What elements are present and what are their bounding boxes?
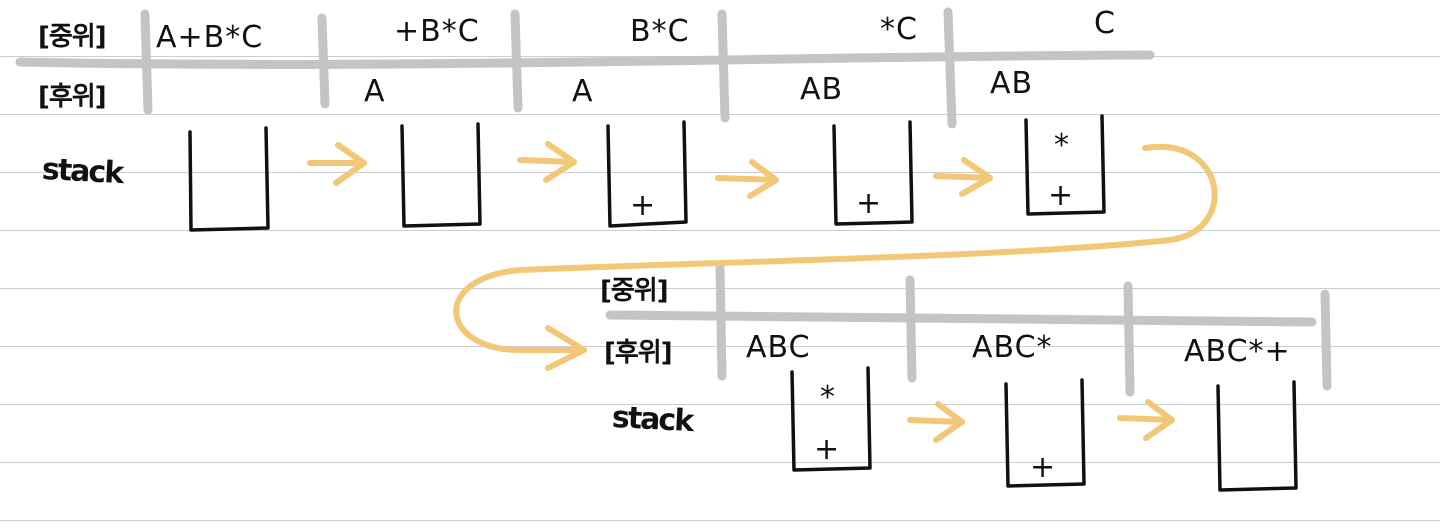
stack-6-item-bottom: + (814, 432, 841, 467)
postfix-label-row2: [후위] (604, 338, 673, 368)
arrow-2 (517, 141, 577, 183)
stack-7-item-bottom: + (1030, 450, 1057, 485)
row2-postfix-1: ABC (746, 330, 811, 365)
postfix-label-row1: [후위] (38, 82, 107, 112)
infix-label-row2: [중위] (600, 276, 669, 306)
row2-divider-v1 (715, 263, 727, 381)
row1-divider-horizontal (15, 50, 1155, 69)
row1-divider-v5 (943, 7, 957, 129)
row2-divider-v2 (905, 275, 917, 383)
arrow-1 (307, 142, 367, 186)
row2-divider-v4 (1320, 289, 1332, 391)
row-connector-curve (453, 143, 1218, 353)
stack-label-row1: stack (41, 151, 124, 192)
row1-divider-v1 (140, 9, 153, 115)
arrow-3 (715, 159, 779, 199)
row2-postfix-2: ABC* (972, 330, 1053, 365)
stack-label-row2: stack (611, 399, 694, 440)
stack-4 (832, 120, 914, 226)
arrow-4 (933, 157, 993, 197)
row1-infix-3: B*C (630, 14, 690, 49)
stack-5-item-top: * (1054, 128, 1070, 163)
row1-divider-v3 (510, 9, 523, 113)
stack-2 (400, 122, 482, 228)
row2-divider-v3 (1123, 281, 1135, 397)
row1-divider-v4 (717, 9, 730, 123)
row2-divider-horizontal (605, 310, 1317, 327)
stack-4-item-bottom: + (856, 186, 883, 221)
stack-3 (606, 120, 688, 228)
stack-7 (1004, 378, 1086, 488)
row1-divider-v2 (317, 13, 330, 109)
row-connector-arrowhead (545, 325, 587, 371)
stack-6 (790, 366, 872, 472)
row1-postfix-4: AB (800, 72, 844, 107)
stack-6-item-top: * (820, 380, 836, 415)
row1-postfix-3: A (572, 74, 594, 109)
stack-5 (1024, 114, 1106, 216)
row1-postfix-2: A (364, 74, 386, 109)
row1-infix-4: *C (880, 12, 918, 47)
row1-postfix-5: AB (990, 66, 1034, 101)
arrow-5 (907, 401, 965, 443)
row1-infix-1: A+B*C (156, 20, 264, 55)
row2-postfix-3: ABC*+ (1184, 334, 1291, 369)
row1-infix-5: C (1094, 6, 1116, 41)
infix-label-row1: [중위] (38, 22, 107, 52)
row1-infix-2: +B*C (394, 14, 480, 49)
stack-3-item-bottom: + (630, 188, 657, 223)
stack-1 (188, 126, 270, 232)
stack-5-item-bottom: + (1048, 178, 1075, 213)
arrow-6 (1117, 399, 1175, 441)
stack-8 (1216, 380, 1298, 492)
